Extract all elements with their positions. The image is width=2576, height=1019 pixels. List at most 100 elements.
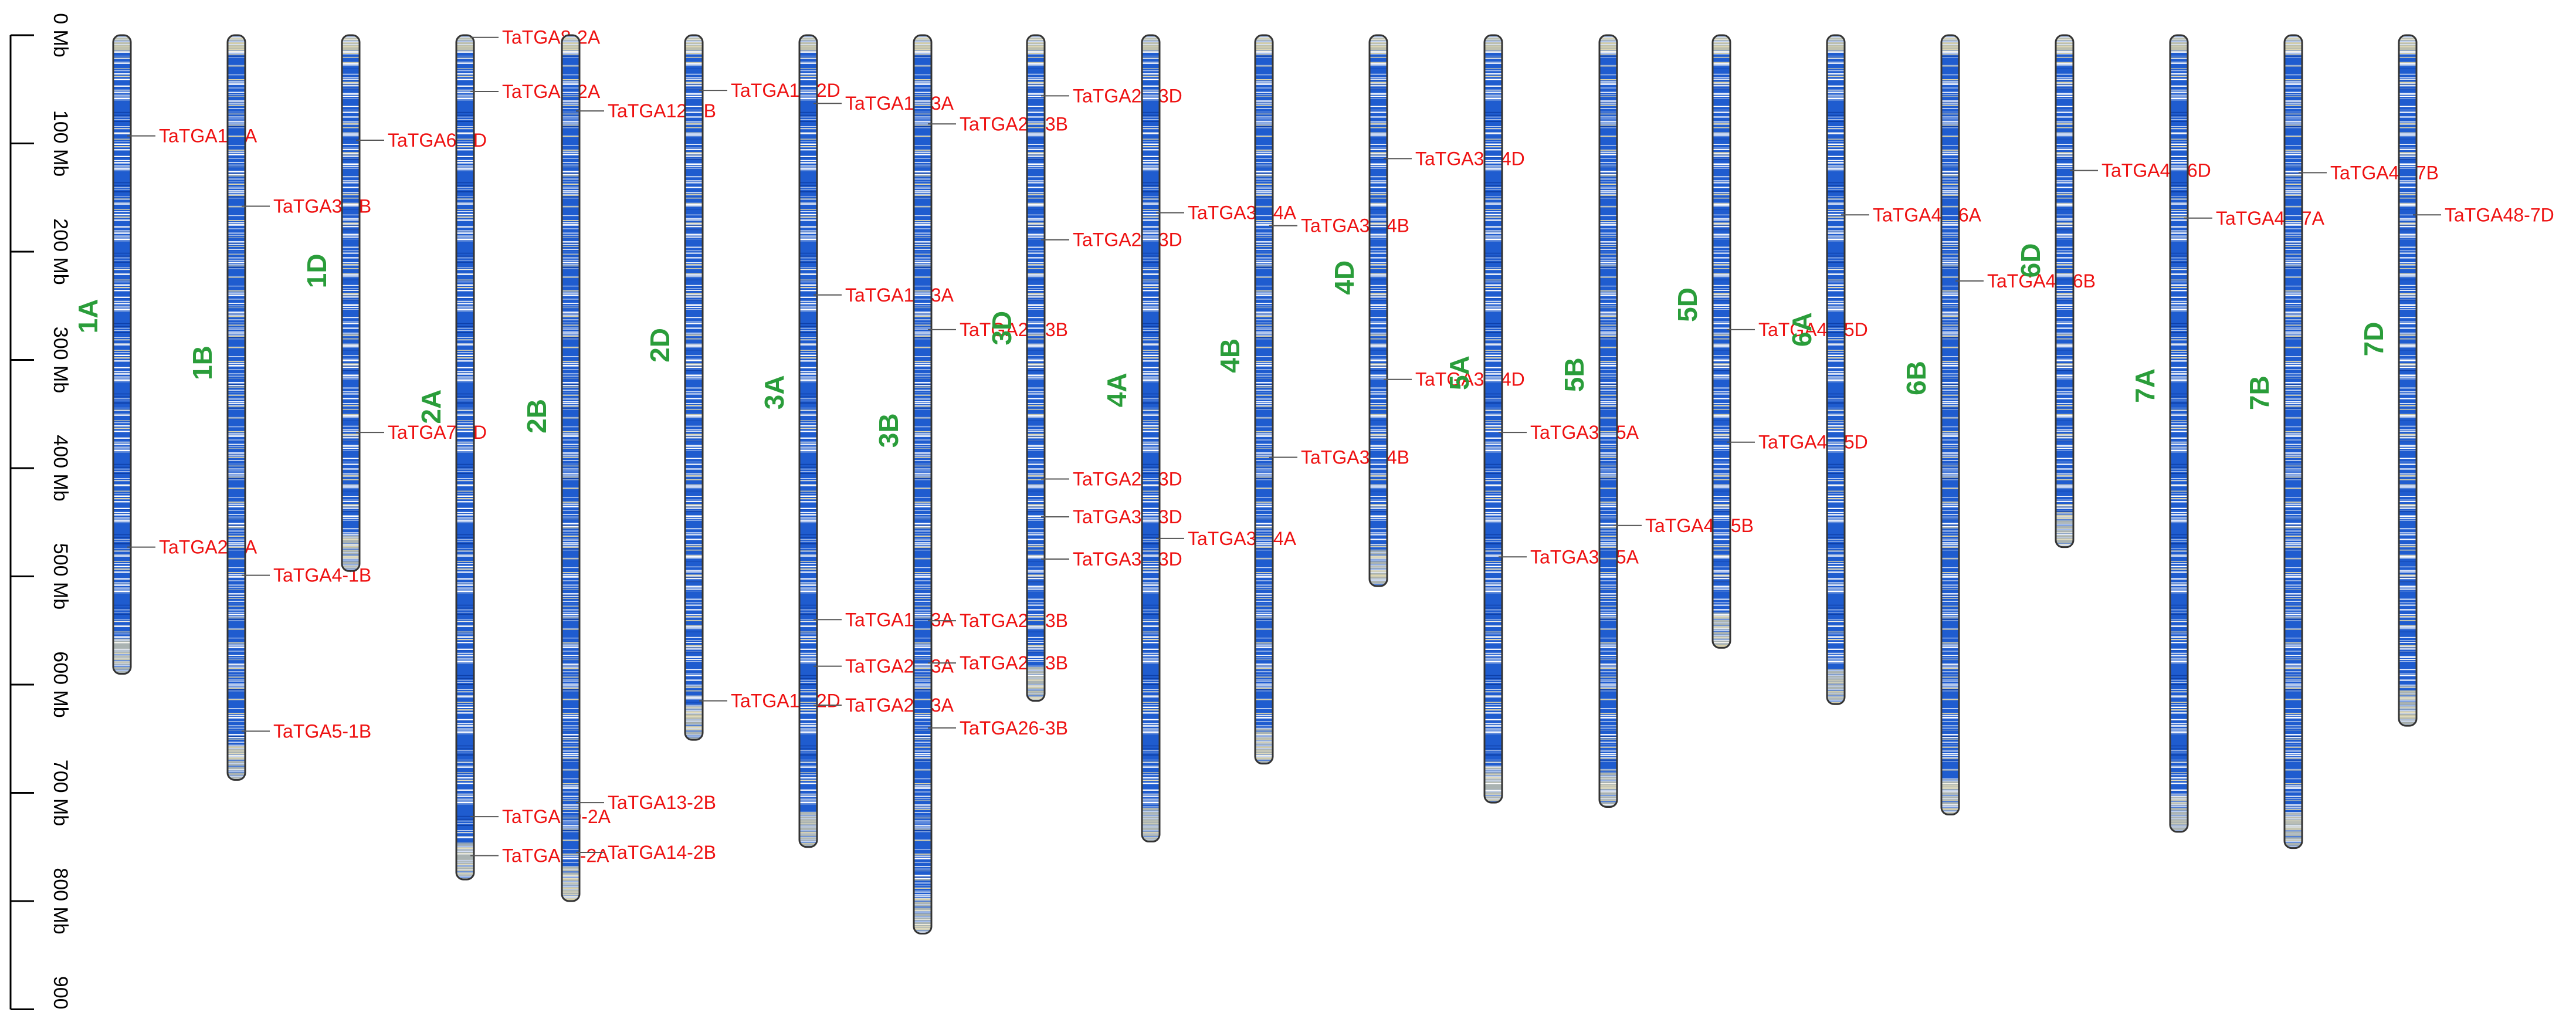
- gene-marker: TaTGA23-3B: [928, 319, 1068, 340]
- chromosome-label: 3A: [759, 375, 789, 409]
- gene-marker: TaTGA31-3D: [1041, 549, 1182, 570]
- chromosome-label: 6A: [1787, 312, 1817, 347]
- chromosome-body: [1027, 35, 1045, 701]
- chromosome-label: 1B: [187, 346, 218, 380]
- chromosome-label: 3D: [987, 311, 1017, 346]
- chromosome-body: [1484, 35, 1502, 803]
- chromosome-label: 7B: [2244, 375, 2275, 410]
- gene-marker: TaTGA10-2A: [470, 806, 611, 827]
- chromosome-body: [1599, 35, 1617, 807]
- gene-marker: TaTGA28-3D: [1041, 229, 1182, 250]
- chromosome-3b: 3BTaTGA22-3BTaTGA23-3BTaTGA24-3BTaTGA25-…: [873, 34, 1068, 935]
- gene-label: TaTGA43-6A: [1873, 204, 1982, 225]
- axis-tick-label: 300 Mb: [49, 327, 72, 393]
- gene-marker: TaTGA48-7D: [2413, 204, 2554, 225]
- gene-label: TaTGA36-4D: [1415, 148, 1525, 169]
- chromosome-body: [2399, 35, 2416, 726]
- gene-label: TaTGA19-3A: [845, 609, 954, 630]
- chromosome-label: 6B: [1901, 361, 1931, 395]
- gene-marker: TaTGA25-3B: [928, 652, 1068, 673]
- gene-label: TaTGA39-5A: [1530, 546, 1639, 567]
- chromosome-label: 7A: [2130, 368, 2160, 403]
- gene-label: TaTGA48-7D: [2445, 204, 2554, 225]
- chromosome-body: [799, 35, 817, 847]
- chromosome-body: [2284, 35, 2302, 848]
- gene-marker: TaTGA46-7A: [2184, 208, 2325, 229]
- gene-label: TaTGA26-3B: [960, 717, 1068, 739]
- axis-tick-label: 500 Mb: [49, 543, 72, 610]
- gene-marker: TaTGA13-2B: [576, 792, 716, 813]
- gene-label: TaTGA21-3A: [845, 695, 954, 716]
- gene-marker: TaTGA41-5D: [1727, 319, 1868, 340]
- chromosome-label: 2A: [416, 390, 446, 424]
- gene-label: TaTGA31-3D: [1073, 549, 1182, 570]
- gene-label: TaTGA37-4D: [1415, 369, 1525, 390]
- chromosome-label: 1A: [73, 299, 103, 334]
- chromosome-body: [1370, 35, 1387, 587]
- gene-marker: TaTGA26-3B: [928, 717, 1068, 739]
- gene-marker: TaTGA33-4A: [1156, 528, 1297, 549]
- gene-label: TaTGA9-2A: [502, 81, 601, 102]
- axis-tick-label: 200 Mb: [49, 218, 72, 285]
- axis-tick-label: 700 Mb: [49, 760, 72, 826]
- gene-marker: TaTGA45-6D: [2070, 160, 2211, 181]
- axis-tick-label: 800 Mb: [49, 868, 72, 934]
- gene-marker: TaTGA29-3D: [1041, 468, 1182, 489]
- gene-marker: TaTGA44-6B: [1955, 270, 2096, 292]
- gene-marker: TaTGA42-5D: [1727, 432, 1868, 453]
- gene-marker: TaTGA35-4B: [1269, 447, 1409, 468]
- chromosome-4b: 4B TaTGA34-4B TaTGA35-4B: [1215, 34, 1409, 765]
- gene-label: TaTGA38-5A: [1530, 422, 1639, 443]
- chromosome-body: [113, 35, 131, 674]
- gene-label: TaTGA14-2B: [608, 842, 716, 863]
- gene-label: TaTGA45-6D: [2102, 160, 2211, 181]
- chromosome-label: 5A: [1444, 356, 1475, 390]
- gene-marker: TaTGA47-7B: [2299, 162, 2439, 183]
- gene-label: TaTGA25-3B: [960, 652, 1068, 673]
- chromosome-label: 4D: [1329, 260, 1360, 295]
- gene-marker: TaTGA32-4A: [1156, 202, 1297, 224]
- gene-label: TaTGA27-3D: [1073, 85, 1182, 106]
- gene-marker: TaTGA9-2A: [470, 81, 601, 102]
- chromosome-body: [1827, 35, 1845, 705]
- chromosome-label: 2B: [521, 399, 552, 434]
- gene-label: TaTGA20-3A: [845, 656, 954, 677]
- gene-marker: TaTGA20-3A: [814, 656, 954, 677]
- axis-tick-label: 0 Mb: [49, 13, 72, 57]
- chromosome-7b: 7B TaTGA47-7B: [2244, 34, 2439, 849]
- gene-marker: TaTGA36-4D: [1384, 148, 1525, 169]
- gene-label: TaTGA29-3D: [1073, 468, 1182, 489]
- chromosome-body: [1142, 35, 1160, 842]
- gene-label: TaTGA22-3B: [960, 113, 1068, 134]
- chromosome-label: 4B: [1215, 338, 1245, 373]
- chromosome-4d: 4D TaTGA36-4D TaTGA37-4D: [1329, 34, 1525, 587]
- gene-marker: TaTGA34-4B: [1269, 215, 1409, 236]
- gene-marker: TaTGA8-2A: [470, 27, 601, 48]
- chromosome-body: [1941, 35, 1959, 815]
- gene-label: TaTGA41-5D: [1758, 319, 1868, 340]
- chromosome-body: [685, 35, 703, 740]
- chromosome-body: [2056, 35, 2073, 547]
- gene-marker: TaTGA15-2D: [699, 80, 840, 101]
- axis-tick-label: 100 Mb: [49, 110, 72, 177]
- gene-label: TaTGA40-5B: [1645, 515, 1754, 536]
- chromosome-body: [914, 35, 931, 934]
- chromosome-label: 2D: [645, 328, 675, 363]
- chromosome-label: 1D: [301, 253, 332, 288]
- gene-marker: TaTGA22-3B: [928, 113, 1068, 134]
- gene-marker: TaTGA40-5B: [1614, 515, 1754, 536]
- gene-marker: TaTGA16-2D: [699, 690, 840, 712]
- chromosome-label: 5B: [1559, 357, 1589, 392]
- gene-marker: TaTGA17-3A: [814, 93, 954, 114]
- gene-marker: TaTGA27-3D: [1041, 85, 1182, 106]
- gene-marker: TaTGA38-5A: [1499, 422, 1639, 443]
- gene-marker: TaTGA24-3B: [928, 610, 1068, 631]
- axis-tick-label: 600 Mb: [49, 651, 72, 717]
